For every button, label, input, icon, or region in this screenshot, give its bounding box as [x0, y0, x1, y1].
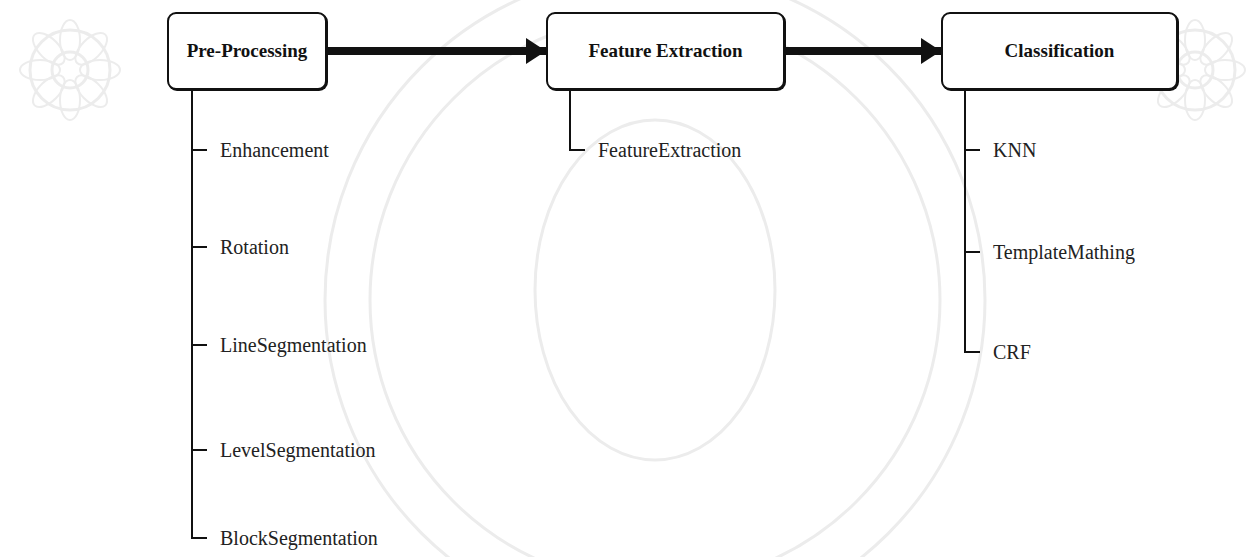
step-label: Enhancement: [220, 139, 329, 162]
tree-lines: [191, 90, 980, 538]
seal-petal: [1195, 70, 1237, 112]
tree-tick: [191, 246, 207, 248]
tree-tick: [191, 537, 207, 539]
tree-trunk: [964, 90, 966, 352]
seal-petal: [28, 28, 70, 70]
seal-petal: [70, 28, 112, 70]
step-label: Rotation: [220, 236, 289, 259]
step-label: FeatureExtraction: [598, 139, 741, 162]
seal-petal: [28, 70, 70, 112]
stage-title: Feature Extraction: [588, 40, 742, 62]
stage-box: Pre-Processing: [167, 12, 327, 90]
tree-trunk: [191, 90, 193, 538]
step-label: BlockSegmentation: [220, 527, 378, 550]
tree-tick: [964, 251, 980, 253]
step-label: LevelSegmentation: [220, 439, 376, 462]
step-label: KNN: [993, 139, 1036, 162]
step-label: CRF: [993, 341, 1031, 364]
seal-petal: [1195, 28, 1237, 70]
tree-tick: [191, 449, 207, 451]
flow-arrow: [785, 47, 941, 55]
stage-box: Feature Extraction: [546, 12, 785, 90]
tree-tick: [569, 149, 585, 151]
stage-box: Classification: [941, 12, 1178, 90]
tree-trunk: [569, 90, 571, 150]
flow-arrow: [327, 47, 546, 55]
tree-tick: [964, 149, 980, 151]
tree-tick: [191, 149, 207, 151]
stage-title: Classification: [1005, 40, 1115, 62]
step-label: LineSegmentation: [220, 334, 367, 357]
tree-tick: [964, 351, 980, 353]
stage-title: Pre-Processing: [187, 40, 308, 62]
seal-petal: [70, 70, 112, 112]
step-label: TemplateMathing: [993, 241, 1135, 264]
tree-tick: [191, 344, 207, 346]
